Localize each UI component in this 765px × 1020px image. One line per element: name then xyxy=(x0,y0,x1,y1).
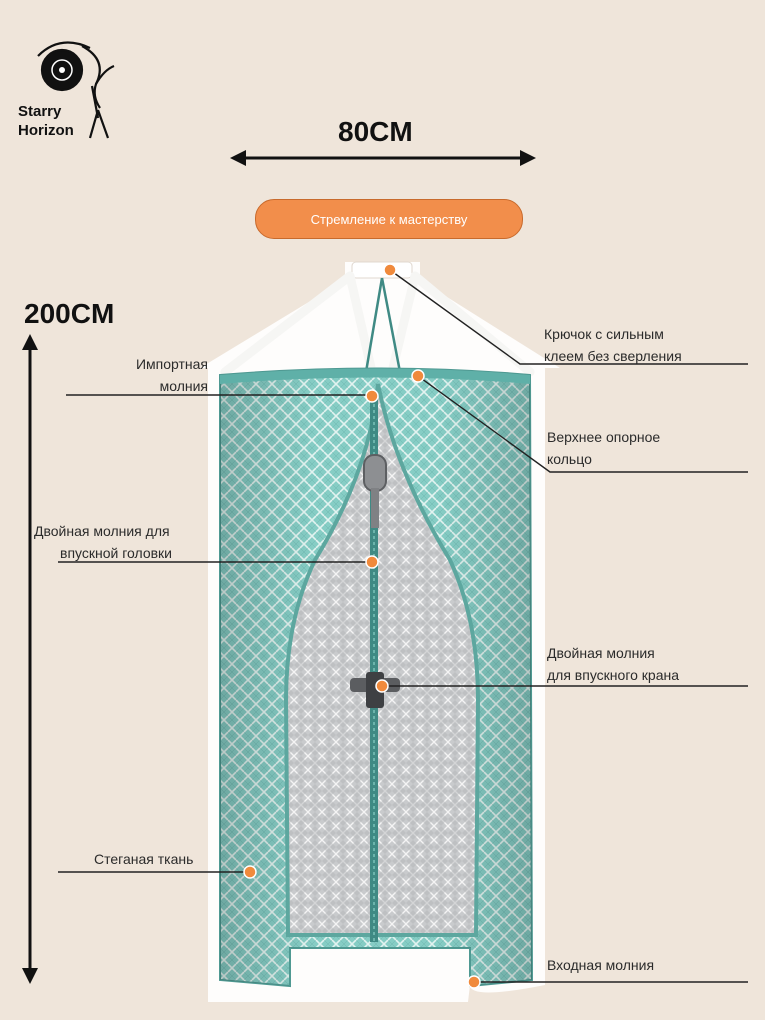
top-support-ring xyxy=(220,368,530,384)
label-quilted-fabric: Стеганая ткань xyxy=(94,848,193,870)
marker-double-zipper-valve xyxy=(375,679,389,693)
height-label: 200CM xyxy=(24,298,115,329)
foil-interior xyxy=(283,383,481,937)
label-double-zipper-head-line-2: впускной головки xyxy=(60,545,172,561)
center-zipper xyxy=(370,392,378,942)
marker-entry-zipper xyxy=(467,975,481,989)
hanging-cord xyxy=(364,277,402,373)
label-double-zipper-head: Двойная молния для впускной головки xyxy=(34,520,172,564)
marker-hook xyxy=(383,263,397,277)
label-imported-zipper: Импортная молния xyxy=(60,353,208,397)
marker-double-zipper-head xyxy=(365,555,379,569)
brand-line-2: Horizon xyxy=(18,122,74,139)
height-dimension-arrow xyxy=(22,334,38,984)
record-player-logo-icon xyxy=(37,41,115,139)
width-dimension-arrow xyxy=(230,150,536,166)
support-frame xyxy=(220,271,535,377)
label-hook: Крючок с сильным клеем без сверления xyxy=(544,323,682,367)
width-label: 80CM xyxy=(338,116,413,147)
markers xyxy=(243,263,481,989)
marker-quilted-fabric xyxy=(243,865,257,879)
top-hook xyxy=(351,261,413,279)
marker-imported-zipper xyxy=(365,389,379,403)
label-hook-line-2: клеем без сверления xyxy=(544,348,682,364)
label-top-ring: Верхнее опорное кольцо xyxy=(547,426,660,470)
brand-name: Starry Horizon xyxy=(18,102,74,140)
label-imported-zipper-line-1: Импортная xyxy=(135,356,208,372)
label-entry-zipper-line-1: Входная молния xyxy=(547,957,655,973)
label-quilted-fabric-line-1: Стеганая ткань xyxy=(94,851,194,867)
label-double-zipper-valve-line-2: для впускного крана xyxy=(547,667,680,683)
slogan-banner: Стремление к мастерству xyxy=(255,199,523,239)
label-top-ring-line-1: Верхнее опорное xyxy=(547,429,661,445)
label-entry-zipper: Входная молния xyxy=(547,954,654,976)
label-double-zipper-valve-line-1: Двойная молния xyxy=(547,645,655,661)
marker-top-ring xyxy=(411,369,425,383)
label-double-zipper-head-line-1: Двойная молния для xyxy=(34,523,170,539)
shower-head-port xyxy=(363,454,387,492)
label-double-zipper-valve: Двойная молния для впускного крана xyxy=(547,642,679,686)
label-imported-zipper-line-2: молния xyxy=(159,378,208,394)
leader-lines xyxy=(58,269,748,983)
label-hook-line-1: Крючок с сильным xyxy=(544,326,664,342)
label-top-ring-line-2: кольцо xyxy=(547,451,592,467)
brand-line-1: Starry xyxy=(18,103,62,120)
